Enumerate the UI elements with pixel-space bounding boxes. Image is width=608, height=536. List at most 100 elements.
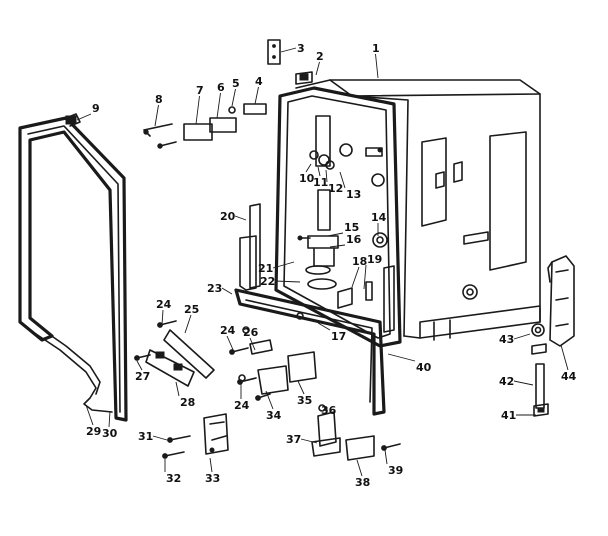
callout-leader-line [384,449,388,465]
callout-leader-line [231,88,236,107]
callout-6: 6 [216,81,225,119]
callout-leader-line [513,333,531,340]
callout-leader-line [85,404,94,426]
callout-number: 30 [102,427,118,440]
callout-32: 32 [164,459,181,485]
callout-leader-line [152,435,168,441]
callout-leader-line [363,264,367,290]
callout-leader-line [272,261,295,269]
callout-number: 35 [297,394,312,407]
callout-9: 9 [76,102,100,121]
callout-36: 36 [321,404,337,417]
callout-leader-line [274,280,301,283]
callout-number: 10 [299,172,315,185]
callout-leader-line [221,287,233,295]
callout-leader-line [161,309,164,326]
callout-31: 31 [138,430,168,443]
screws [134,235,401,459]
callout-leader-line [317,166,321,177]
right-side-parts [531,255,575,417]
top-hardware [143,39,383,153]
callout-2: 2 [315,50,324,76]
callout-number: 2 [316,50,324,63]
callout-18: 18 [351,255,367,288]
callout-1: 1 [372,42,380,79]
callout-leader-line [209,457,213,473]
callout-8: 8 [154,93,163,127]
callout-number: 16 [346,233,362,246]
callout-number: 39 [388,464,403,477]
callout-10: 10 [299,163,315,185]
callout-number: 21 [258,262,273,275]
callout-14: 14 [371,211,387,236]
callout-35: 35 [297,380,312,407]
callout-leader-line [339,171,346,189]
callout-15: 15 [327,221,359,237]
callout-44: 44 [560,344,577,383]
callout-leader-line [254,86,259,105]
callout-12: 12 [325,169,343,195]
callout-leader-line [327,232,344,237]
callout-number: 33 [205,472,220,485]
callout-26: 26 [243,326,259,351]
callout-39: 39 [384,449,403,477]
callout-leader-line [305,163,312,173]
callout-33: 33 [205,457,220,485]
callout-leader-line [560,344,569,371]
callout-number: 38 [355,476,370,489]
callout-number: 32 [166,472,181,485]
callout-43: 43 [499,333,531,346]
callout-number: 14 [371,211,387,224]
callout-24: 24 [156,298,172,326]
tub-housing [274,79,541,348]
callout-number: 24 [156,298,172,311]
callout-number: 23 [207,282,222,295]
callout-number: 41 [501,409,516,422]
callout-leader-line [136,360,143,371]
callout-number: 40 [416,361,432,374]
callout-42: 42 [499,375,534,388]
callout-24b: 24 [220,324,236,353]
callout-5: 5 [231,77,240,107]
callout-leader-line [175,381,180,397]
callout-13: 13 [339,171,361,201]
callout-leader-line [315,61,320,76]
callout-23: 23 [207,282,233,295]
callout-leader-line [387,353,416,362]
callout-number: 37 [286,433,301,446]
callout-38: 38 [355,459,370,489]
callout-11: 11 [313,166,328,189]
callout-number: 5 [232,77,240,90]
callout-leader-line [513,380,534,386]
callout-leader-line [154,104,159,127]
callout-leader-line [351,266,360,288]
callout-number: 42 [499,375,514,388]
callout-number: 12 [328,182,343,195]
lower-panel [145,203,386,461]
callout-number: 1 [372,42,380,55]
callout-17: 17 [317,322,346,343]
callout-number: 36 [321,404,337,417]
callout-number: 6 [217,81,225,94]
callout-leader-line [226,335,235,353]
door-frame [18,113,128,422]
callout-number: 22 [260,275,275,288]
callout-number: 27 [135,370,150,383]
callout-number: 25 [184,303,199,316]
callout-number: 8 [155,93,163,106]
callout-number: 34 [266,409,282,422]
callout-41: 41 [501,409,536,422]
callout-30: 30 [102,410,118,440]
callout-number: 24 [234,399,250,412]
callout-leader-line [184,314,192,334]
callout-leader-line [325,169,328,183]
callout-number: 18 [352,255,367,268]
callout-leader-line [249,337,256,351]
callout-leader-line [356,459,363,477]
callout-number: 15 [344,221,359,234]
callout-number: 43 [499,333,514,346]
callout-number: 3 [297,42,305,55]
callout-number: 19 [367,253,382,266]
